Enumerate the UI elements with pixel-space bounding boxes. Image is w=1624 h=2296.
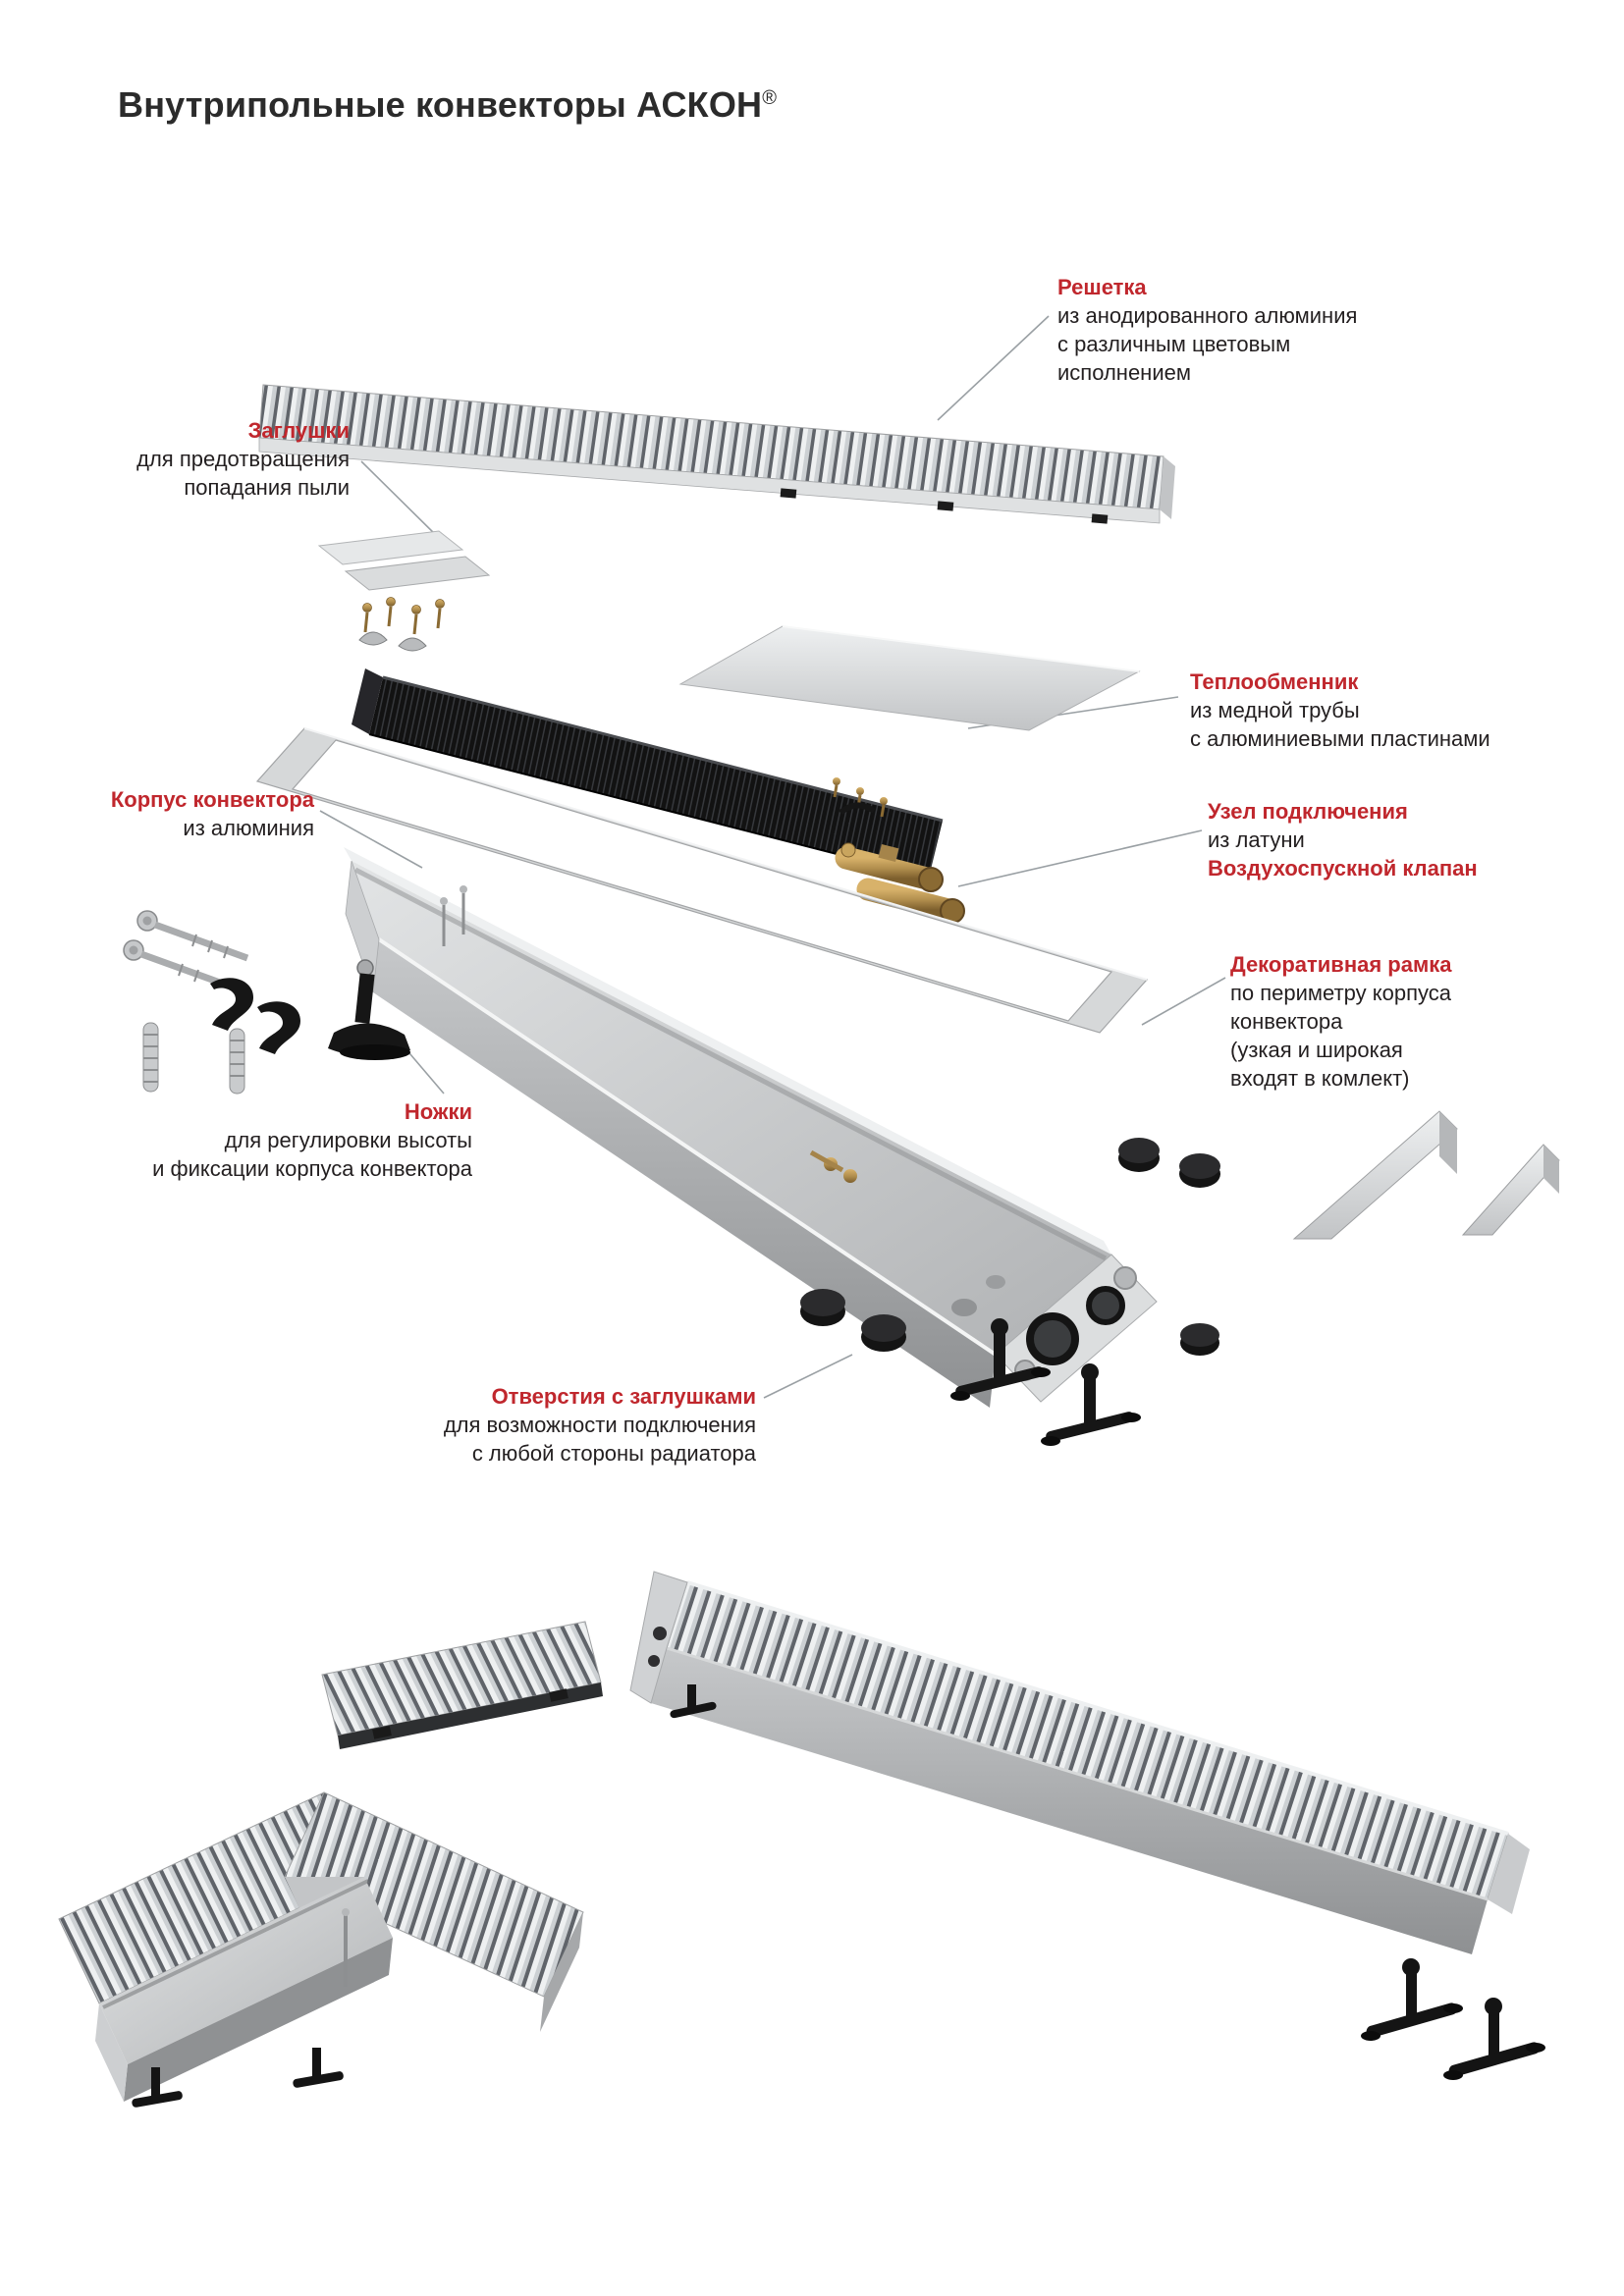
label-connection-unit: Узел подключения из латуни Воздухоспускн… — [1208, 797, 1478, 882]
registered-mark: ® — [762, 87, 778, 109]
label-grille-heading: Решетка — [1057, 275, 1147, 299]
leader-lines — [319, 315, 1226, 1399]
part-plugs — [800, 1138, 1220, 1356]
label-air-valve-heading: Воздухоспускной клапан — [1208, 856, 1478, 881]
part-leg-detail — [328, 959, 410, 1060]
part-top-plate — [678, 625, 1141, 731]
label-grille: Решетка из анодированного алюминия с раз… — [1057, 275, 1358, 386]
part-grille — [258, 384, 1175, 524]
part-screws — [358, 597, 445, 652]
page-title: Внутрипольные конвекторы АСКОН® — [118, 84, 777, 126]
label-body: Корпус конвектора из алюминия — [110, 787, 314, 841]
label-decor-frame: Декоративная рамка по периметру корпуса … — [1230, 952, 1452, 1092]
label-heat-exchanger-heading: Теплообменник — [1190, 669, 1359, 694]
label-dust-caps: Заглушки для предотвращения попадания пы… — [136, 418, 350, 501]
page-title-text: Внутрипольные конвекторы АСКОН — [118, 84, 763, 125]
part-body — [344, 847, 1158, 1408]
part-union-screws — [833, 777, 888, 818]
label-legs: Ножки для регулировки высоты и фиксации … — [152, 1099, 472, 1182]
label-side-holes-heading: Отверстия с заглушками — [491, 1384, 756, 1409]
sample-corner-unit — [58, 1791, 584, 2108]
label-body-heading: Корпус конвектора — [110, 787, 314, 812]
part-decor-frame — [255, 727, 1149, 1034]
part-connection-unit — [835, 842, 965, 924]
label-connection-heading: Узел подключения — [1208, 799, 1408, 824]
part-dust-caps — [317, 530, 491, 591]
part-mounting-hardware — [123, 910, 300, 1095]
label-heat-exchanger: Теплообменник из медной трубы с алюминие… — [1190, 669, 1490, 752]
part-heat-exchanger — [352, 668, 944, 879]
sample-grille — [321, 1621, 603, 1749]
part-frame-profiles — [1292, 1110, 1560, 1240]
label-dust-caps-heading: Заглушки — [247, 418, 350, 443]
sample-assembled-convector — [629, 1571, 1545, 2080]
part-adjustable-feet — [950, 1318, 1141, 1446]
label-decor-frame-heading: Декоративная рамка — [1230, 952, 1452, 977]
label-legs-heading: Ножки — [404, 1099, 472, 1124]
label-side-holes: Отверстия с заглушками для возможности п… — [443, 1384, 756, 1467]
